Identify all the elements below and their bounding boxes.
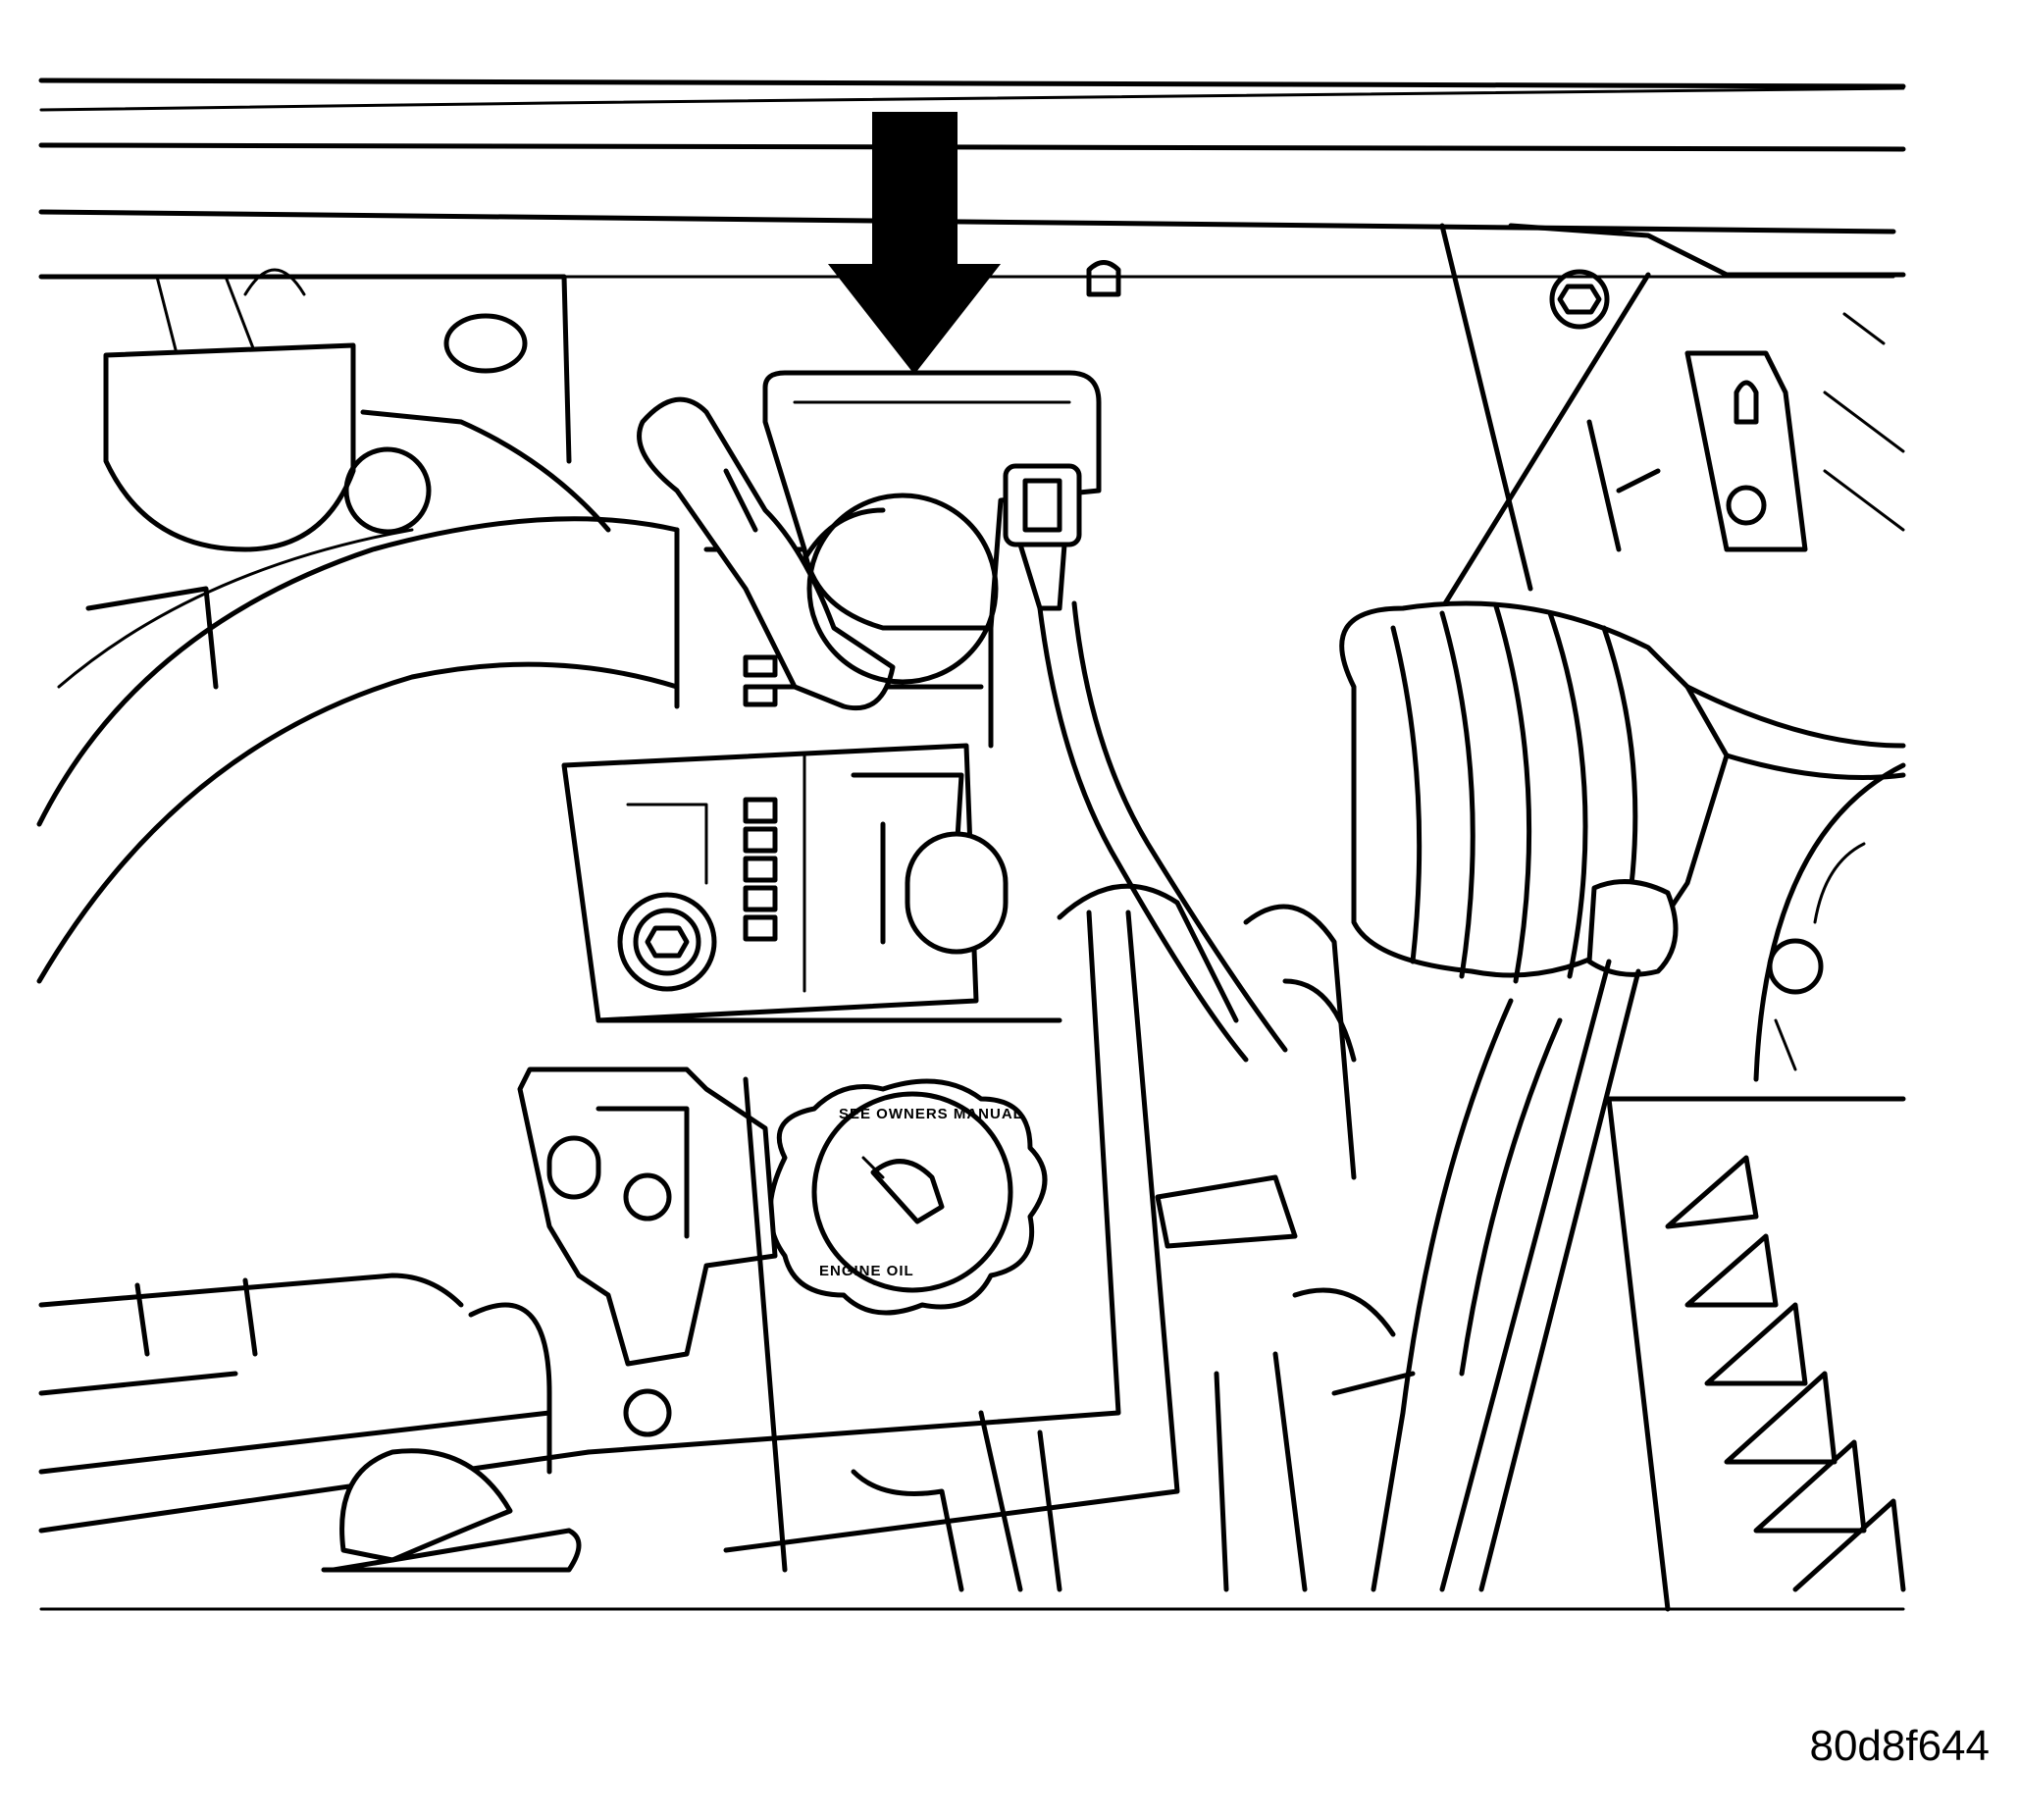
hood-edge [38, 78, 1906, 279]
harness-lower-right [1371, 879, 1679, 1592]
oil-filler-cap: SEE OWNERS MANUAL ENGINE OIL [767, 1078, 1048, 1316]
radiator-fins [1606, 1096, 1906, 1612]
cap-text-owners-manual: SEE OWNERS MANUAL [839, 1106, 1023, 1122]
right-pulley [1753, 762, 1906, 1082]
right-side-module [1439, 223, 1906, 611]
valve-cover-bracket [517, 1066, 778, 1437]
bolt-upper-center [1086, 260, 1121, 297]
bolt-upper-right [1549, 269, 1610, 330]
throttle-body-assembly [561, 546, 1009, 1023]
coolant-hose [1243, 904, 1416, 1396]
left-upper-housing [38, 268, 611, 552]
cap-text-engine-oil: ENGINE OIL [819, 1263, 914, 1279]
vacuum-hose [637, 396, 896, 711]
indicator-arrow [827, 112, 1002, 375]
air-intake-duct [36, 516, 680, 984]
lower-left-cover [38, 1273, 592, 1573]
figure-id-label: 80d8f644 [1809, 1722, 1990, 1770]
wiring-harness [1037, 600, 1288, 1063]
sensor-housing [762, 370, 1102, 685]
lower-center-strap [586, 910, 1308, 1592]
sensor-connector [1003, 463, 1082, 611]
